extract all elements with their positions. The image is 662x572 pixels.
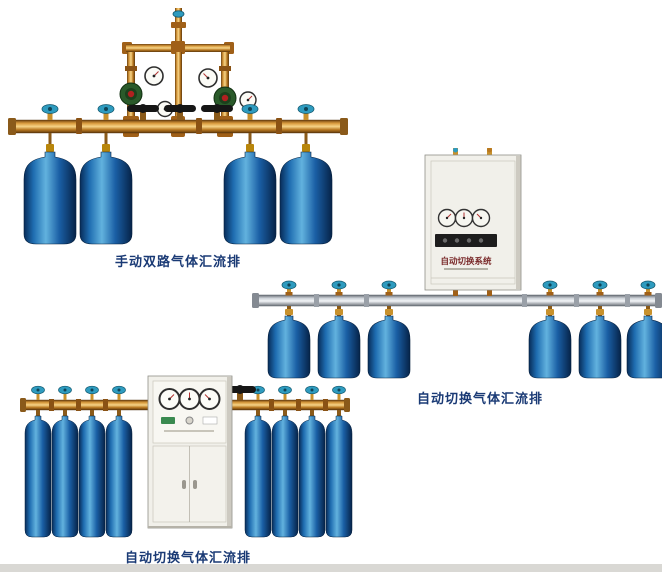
control-cabinet: 自动切换系统	[424, 148, 522, 296]
product-caption: 自动切换气体汇流排	[124, 551, 251, 566]
auto-switch-center-cabinet-illustration	[20, 375, 353, 538]
cylinder-valve-handle	[381, 280, 397, 296]
indicator-plate	[161, 417, 175, 424]
cylinder-valve-handle	[97, 104, 115, 120]
inlet-valve-handle-icon	[172, 10, 185, 18]
pressure-gauge	[198, 68, 218, 88]
gas-cylinder	[528, 315, 572, 379]
pressure-gauge	[158, 388, 181, 410]
center-drop-pipe	[175, 52, 182, 120]
gas-cylinder	[325, 415, 353, 538]
gas-cylinder	[298, 415, 326, 538]
pressure-gauge	[437, 208, 457, 228]
gas-cylinder	[317, 315, 361, 379]
upper-manifold-pipe	[122, 41, 234, 54]
pressure-gauge	[178, 388, 201, 410]
pressure-gauge	[198, 388, 221, 410]
gas-cylinder	[24, 415, 52, 538]
cylinder-valve-handle	[542, 280, 558, 296]
product-figure-auto-switch-1: 自动切换系统 自动切换气体汇流排	[252, 148, 662, 410]
gas-cylinder	[23, 151, 77, 245]
pressure-gauge	[454, 208, 474, 228]
cylinder-valve-handle	[332, 385, 346, 400]
gas-cylinder	[578, 315, 622, 379]
door-handle	[193, 480, 197, 489]
gas-cylinder	[367, 315, 411, 379]
left-pressure-regulator	[119, 82, 143, 106]
gas-cylinder	[279, 151, 333, 245]
cylinder-valve-handle	[305, 385, 319, 400]
cylinder-valve-handle	[85, 385, 99, 400]
right-pressure-regulator	[213, 86, 237, 110]
control-cabinet	[147, 375, 233, 529]
product-figure-auto-switch-2: 自动切换气体汇流排	[18, 372, 358, 566]
manual-dual-manifold-illustration	[8, 8, 348, 245]
header-inlet-pipe	[171, 8, 186, 48]
cabinet-label: 自动切换系统	[440, 256, 492, 267]
gas-cylinder	[271, 415, 299, 538]
cylinder-connections	[36, 410, 341, 418]
cylinder-connections	[46, 133, 310, 152]
label-plate	[202, 416, 218, 425]
pressure-gauge	[471, 208, 491, 228]
page-footer-strip	[0, 564, 662, 572]
cylinder-valve-handle	[297, 104, 315, 120]
cylinder-valve-handle	[592, 280, 608, 296]
shutoff-handwheel	[164, 104, 196, 120]
cylinder-valve-handle	[41, 104, 59, 120]
cylinder-valve-handle	[241, 104, 259, 120]
control-knob	[185, 416, 194, 425]
shutoff-handwheel	[127, 104, 159, 120]
cylinder-valve-handle	[281, 280, 297, 296]
gas-cylinder	[105, 415, 133, 538]
cylinder-valve-handle	[278, 385, 292, 400]
cylinder-valve-handle	[331, 280, 347, 296]
cylinder-valve-handle	[112, 385, 126, 400]
product-caption: 自动切换气体汇流排	[416, 392, 543, 407]
cylinder-valve-handle	[640, 280, 656, 296]
indicator-panel	[435, 234, 497, 247]
gas-cylinder	[51, 415, 79, 538]
product-figure-manual-dual: 手动双路气体汇流排	[8, 8, 348, 270]
gas-cylinder	[626, 315, 662, 379]
cylinder-valve-handle	[31, 385, 45, 400]
gas-cylinder	[244, 415, 272, 538]
pressure-gauge	[144, 66, 164, 86]
main-manifold-pipe	[8, 116, 348, 137]
shutoff-handwheel	[201, 104, 233, 120]
product-caption: 手动双路气体汇流排	[114, 255, 241, 270]
cylinder-connections	[285, 306, 652, 318]
gas-cylinder	[267, 315, 311, 379]
gas-cylinder	[79, 151, 133, 245]
gas-cylinder	[223, 151, 277, 245]
gas-cylinder	[78, 415, 106, 538]
cylinder-valve-handle	[58, 385, 72, 400]
door-handle	[182, 480, 186, 489]
auto-switch-manifold-illustration: 自动切换系统	[252, 148, 662, 379]
